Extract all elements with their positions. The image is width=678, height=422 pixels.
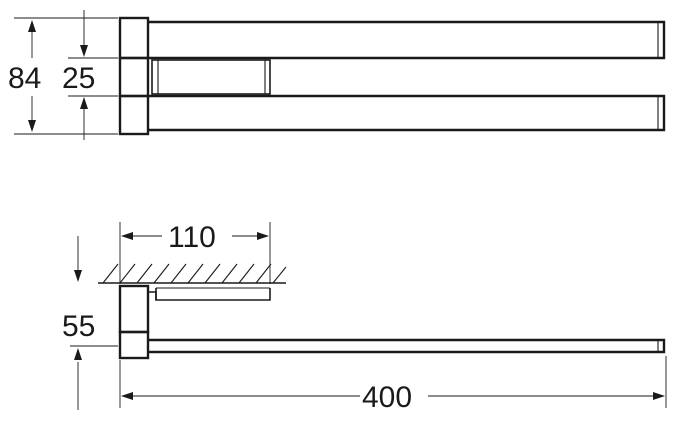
side-arm (148, 338, 666, 354)
dim-overall-height: 84 (8, 17, 118, 135)
dim-label-84: 84 (8, 62, 41, 95)
dim-overall-length: 400 (119, 356, 667, 414)
top-arm-lower (148, 94, 666, 132)
side-bracket-lower (118, 330, 150, 360)
top-bracket-upper (118, 16, 150, 60)
dim-label-25: 25 (62, 62, 95, 95)
wall-hatching (102, 263, 287, 284)
top-view: 84 25 (8, 10, 666, 140)
top-bracket-lower (118, 94, 150, 136)
dim-bar-spacing: 25 (62, 10, 118, 140)
top-bracket-middle (118, 56, 150, 98)
side-view: 110 55 400 (62, 221, 667, 414)
side-swivel-joint (148, 288, 271, 301)
dim-label-110: 110 (168, 221, 216, 254)
dim-label-55: 55 (62, 310, 95, 343)
top-arm-upper (148, 20, 666, 60)
top-swivel-joint (151, 59, 271, 95)
dim-label-400: 400 (362, 381, 412, 414)
side-bracket-upper (118, 284, 150, 334)
dim-wall-depth: 110 (119, 221, 271, 284)
dim-arm-height: 55 (62, 236, 118, 410)
